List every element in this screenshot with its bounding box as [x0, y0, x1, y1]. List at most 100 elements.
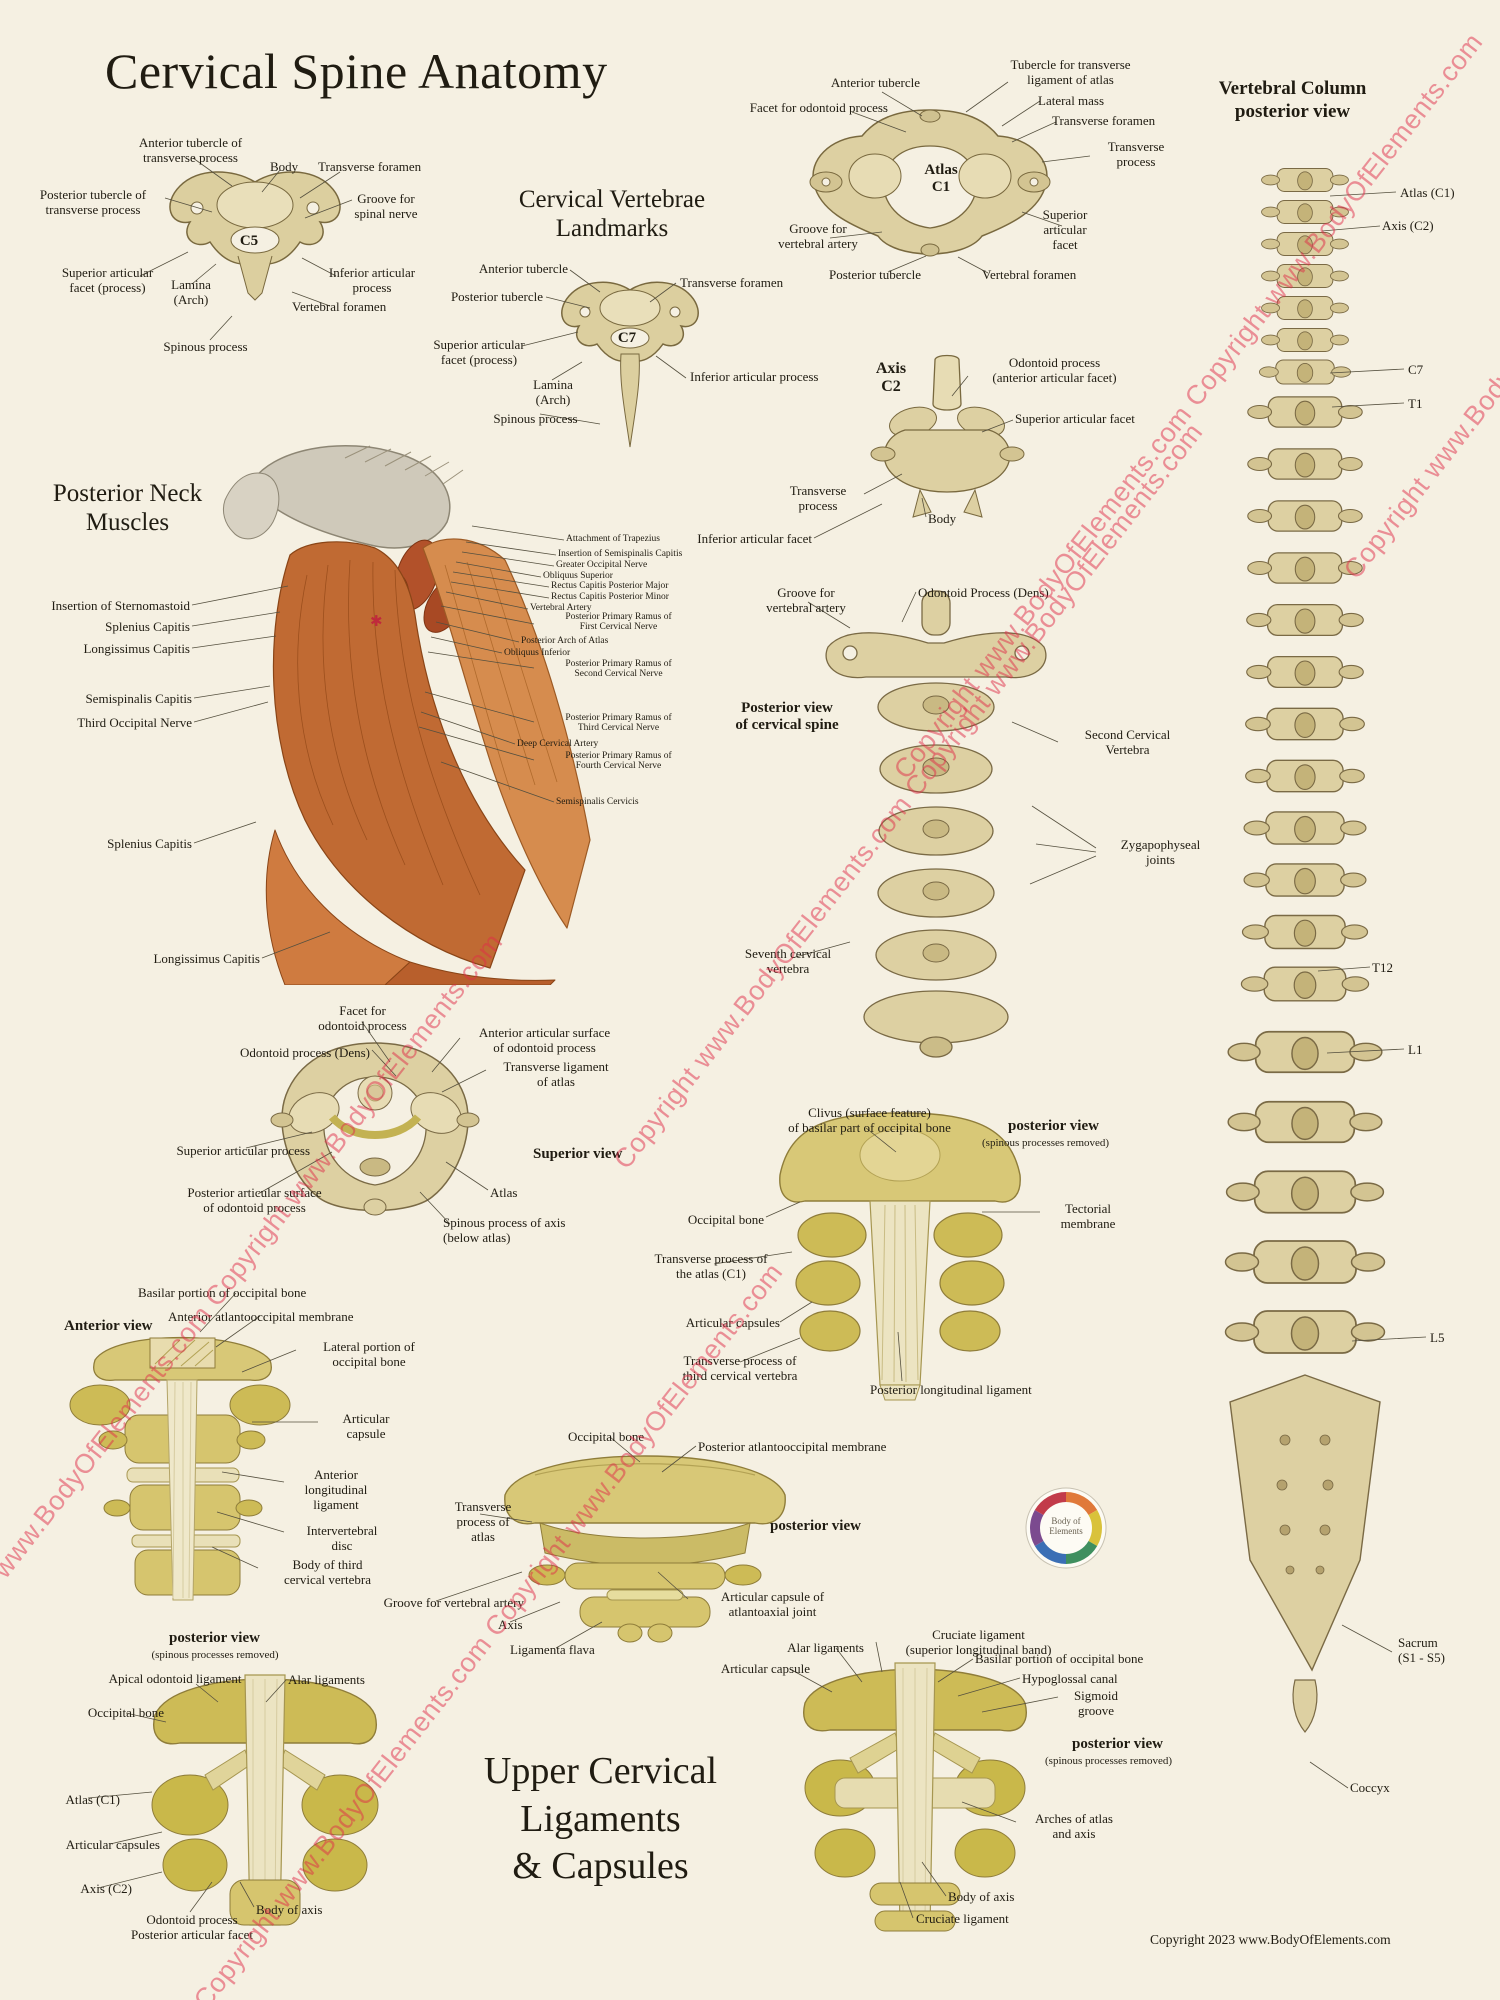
muscle-label-deep-cervical-artery: Deep Cervical Artery — [517, 739, 599, 749]
c5-label-superior-facet: Superior articular facet (process) — [61, 265, 154, 295]
clivus-view-heading: posterior view — [1008, 1118, 1099, 1134]
c5-label-posterior-tubercle: Posterior tubercle of transverse process — [39, 187, 147, 217]
atlas-superior-view-illustration — [270, 1042, 480, 1216]
muscle-label-sternomastoid: Insertion of Sternomastoid — [51, 598, 190, 613]
lr-label-alar-ligaments: Alar ligaments — [787, 1640, 864, 1655]
atlas-tag: Atlas C1 — [924, 162, 958, 195]
lr-label-cruciate-superior: Cruciate ligament (superior longitudinal… — [905, 1627, 1052, 1657]
muscle-label-obliquus-inferior: Obliquus Inferior — [504, 648, 571, 658]
as-label-spinous-axis: Spinous process of axis (below atlas) — [443, 1215, 566, 1245]
clivus-label-posterior-longitudinal: Posterior longitudinal ligament — [870, 1382, 1032, 1397]
landmarks-heading: Cervical Vertebrae Landmarks — [518, 186, 706, 242]
ll-view-heading: posterior view — [169, 1630, 260, 1646]
c7-vertebra-illustration — [561, 281, 699, 448]
atlas-label-tubercle-transverse-ligament: Tubercle for transverse ligament of atla… — [1010, 57, 1131, 87]
ll-view-subheading: (spinous processes removed) — [151, 1649, 279, 1661]
muscle-label-obliquus-superior: Obliquus Superior — [543, 571, 613, 581]
pm-label-occipital-bone: Occipital bone — [568, 1429, 645, 1444]
superior-view-heading: Superior view — [533, 1146, 623, 1162]
av-label-body-third-cervical: Body of third cervical vertebra — [284, 1557, 371, 1587]
ll-label-atlas-c1: Atlas (C1) — [65, 1792, 120, 1807]
atlas-c1-illustration — [809, 109, 1051, 257]
column-label-t1: T1 — [1408, 396, 1423, 411]
ll-label-odontoid-posterior-facet: Odontoid process Posterior articular fac… — [131, 1912, 253, 1942]
vertebral-column-heading: Vertebral Column posterior view — [1218, 78, 1367, 122]
pm-label-ligamenta-flava: Ligamenta flava — [510, 1642, 595, 1657]
muscle-label-ramus-third: Posterior Primary Ramus of Third Cervica… — [565, 713, 672, 734]
clivus-label-clivus: Clivus (surface feature) of basilar part… — [788, 1105, 951, 1135]
clivus-label-articular-capsules: Articular capsules — [685, 1315, 780, 1330]
pm-label-articular-capsule: Articular capsule of atlantoaxial joint — [720, 1589, 825, 1619]
c5-label-transverse-foramen: Transverse foramen — [318, 159, 422, 174]
muscle-label-vertebral-artery: Vertebral Artery — [530, 603, 592, 613]
atlas-label-vertebral-foramen: Vertebral foramen — [982, 267, 1077, 282]
atlas-label-groove-vertebral-artery: Groove for vertebral artery — [778, 221, 858, 251]
muscle-label-posterior-arch-atlas: Posterior Arch of Atlas — [521, 636, 609, 646]
column-label-l1: L1 — [1408, 1042, 1423, 1057]
lr-view-subheading: (spinous processes removed) — [1045, 1755, 1173, 1767]
pc-label-second-cervical: Second Cervical Vertebra — [1084, 727, 1171, 757]
c5-label-spinous-process: Spinous process — [163, 339, 248, 354]
as-label-facet-odontoid: Facet for odontoid process — [318, 1003, 407, 1033]
c5-vertebra-illustration — [169, 171, 341, 301]
ll-label-alar-ligaments: Alar ligaments — [288, 1672, 365, 1687]
c7-label-inferior-process: Inferior articular process — [690, 369, 819, 384]
axis-heading: Axis C2 — [875, 360, 907, 395]
c7-label-lamina: Lamina (Arch) — [533, 377, 573, 407]
vertebral-column-illustration — [1224, 168, 1386, 1733]
lr-label-articular-capsule: Articular capsule — [720, 1661, 810, 1676]
axis-label-odontoid-process: Odontoid process (anterior articular fac… — [992, 355, 1117, 385]
column-label-axis: Axis (C2) — [1382, 218, 1434, 233]
column-label-atlas: Atlas (C1) — [1400, 185, 1455, 200]
c7-label-anterior-tubercle: Anterior tubercle — [478, 261, 568, 276]
atlas-label-facet-odontoid: Facet for odontoid process — [749, 100, 888, 115]
c7-label-posterior-tubercle: Posterior tubercle — [450, 289, 543, 304]
lr-label-basilar-portion: Basilar portion of occipital bone — [975, 1651, 1144, 1666]
axis-c2-illustration — [870, 354, 1025, 518]
ligaments-title: Upper Cervical Ligaments & Capsules — [483, 1750, 718, 1887]
c5-tag: C5 — [239, 233, 259, 249]
logo-text: Body of Elements — [1049, 1516, 1083, 1537]
body-of-elements-logo — [1025, 1487, 1107, 1569]
av-label-intervertebral-disc: Intervertebral disc — [306, 1523, 378, 1553]
muscle-label-ramus-second: Posterior Primary Ramus of Second Cervic… — [565, 659, 672, 680]
c7-label-spinous-process: Spinous process — [493, 411, 578, 426]
muscle-label-semispinalis-capitis: Semispinalis Capitis — [85, 691, 192, 706]
av-label-anterior-longitudinal: Anterior longitudinal ligament — [304, 1467, 368, 1512]
lower-right-ligaments-illustration — [803, 1662, 1027, 1932]
c5-label-body: Body — [270, 159, 299, 174]
as-label-superior-articular-process: Superior articular process — [176, 1143, 310, 1158]
pm-view-heading: posterior view — [770, 1518, 861, 1534]
clivus-view-subheading: (spinous processes removed) — [982, 1137, 1110, 1149]
av-label-anterior-membrane: Anterior atlantooccipital membrane — [168, 1309, 354, 1324]
c7-label-transverse-foramen: Transverse foramen — [680, 275, 784, 290]
axis-label-inferior-facet: Inferior articular facet — [697, 531, 812, 546]
atlas-label-lateral-mass: Lateral mass — [1038, 93, 1105, 108]
axis-label-transverse-process: Transverse process — [789, 483, 847, 513]
column-label-t12: T12 — [1372, 960, 1393, 975]
muscle-label-semispinalis-cervicis: Semispinalis Cervicis — [556, 797, 639, 807]
muscle-label-splenius-capitis-1: Splenius Capitis — [105, 619, 190, 634]
c5-label-vertebral-foramen: Vertebral foramen — [292, 299, 387, 314]
ll-label-apical-odontoid: Apical odontoid ligament — [108, 1671, 242, 1686]
posterior-neck-muscles-illustration — [222, 445, 591, 985]
pm-label-groove-vertebral-artery: Groove for vertebral artery — [383, 1595, 524, 1610]
ll-label-occipital-bone: Occipital bone — [87, 1705, 164, 1720]
muscle-label-semispinalis-insertion: Insertion of Semispinalis Capitis — [558, 549, 683, 559]
ll-label-articular-capsules: Articular capsules — [65, 1837, 160, 1852]
clivus-label-tectorial-membrane: Tectorial membrane — [1060, 1201, 1116, 1231]
as-label-transverse-ligament: Transverse ligament of atlas — [503, 1059, 609, 1089]
c7-tag: C7 — [617, 330, 637, 346]
c7-label-superior-facet: Superior articular facet (process) — [433, 337, 525, 367]
neck-muscles-heading: Posterior Neck Muscles — [52, 480, 203, 536]
as-label-posterior-articular-surface: Posterior articular surface of odontoid … — [187, 1185, 322, 1215]
av-label-lateral-portion: Lateral portion of occipital bone — [323, 1339, 415, 1369]
lr-label-body-of-axis: Body of axis — [948, 1889, 1015, 1904]
column-label-sacrum: Sacrum (S1 - S5) — [1398, 1635, 1445, 1665]
muscle-label-greater-occipital-nerve: Greater Occipital Nerve — [556, 560, 648, 570]
axis-label-body: Body — [928, 511, 957, 526]
axis-label-superior-facet: Superior articular facet — [1015, 411, 1135, 426]
c5-label-groove-spinal-nerve: Groove for spinal nerve — [354, 191, 418, 221]
